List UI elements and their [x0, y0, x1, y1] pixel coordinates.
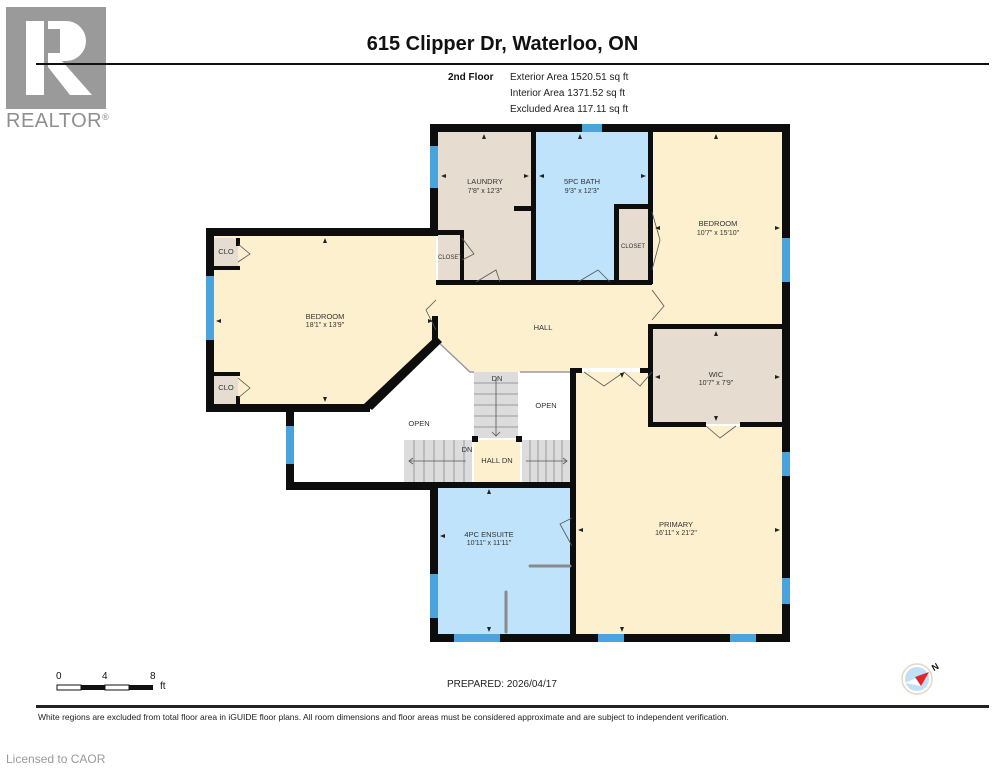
license-watermark: Licensed to CAOR [6, 752, 106, 766]
wic-dims: 10'7" x 7'9" [699, 380, 734, 387]
door-swings [237, 211, 737, 547]
hall-dn-label: HALL DN [481, 456, 512, 465]
open-right-label: OPEN [535, 401, 556, 410]
room-hall-dn[interactable] [474, 440, 520, 482]
windows [206, 124, 790, 642]
bedroom-west-label: BEDROOM [306, 312, 345, 321]
stair-dn-top-label: DN [492, 374, 503, 383]
wic-label: WIC [709, 370, 724, 379]
scale-label-0: 0 [56, 671, 62, 682]
room-clo-top[interactable] [214, 238, 238, 268]
registered-mark: ® [102, 112, 110, 122]
bedroom-ne-label: BEDROOM [699, 219, 738, 228]
stair-dn-left-label: DN [462, 445, 473, 454]
room-closet-laundry[interactable] [438, 234, 462, 282]
disclaimer-text: White regions are excluded from total fl… [38, 712, 729, 722]
room-bedroom-ne[interactable] [652, 132, 782, 324]
bedroom-west-dims: 18'1" x 13'9" [306, 322, 345, 329]
bedroom-ne-dims: 10'7" x 15'10" [697, 230, 740, 237]
room-labels: LAUNDRY 7'8" x 12'3" 5PC BATH 9'3" x 12'… [218, 177, 739, 547]
open-left-label: OPEN [408, 419, 429, 428]
ensuite-dims: 10'11" x 11'11" [467, 540, 512, 547]
room-fills [214, 132, 782, 634]
realtor-r-icon [26, 21, 92, 95]
laundry-dims: 7'8" x 12'3" [468, 188, 503, 195]
scale-bar-graphic [56, 684, 153, 691]
primary-label: PRIMARY [659, 520, 693, 529]
interior-area: Interior Area 1371.52 sq ft [510, 88, 626, 99]
stair-direction-arrows [408, 378, 568, 465]
exterior-area: Exterior Area 1520.51 sq ft [510, 72, 629, 83]
scale-label-4: 4 [102, 671, 108, 682]
scale-label-8: 8 [150, 671, 156, 682]
clo-top-label: CLO [218, 247, 234, 256]
excluded-area: Excluded Area 117.11 sq ft [510, 104, 629, 115]
clo-bottom-label: CLO [218, 383, 234, 392]
room-clo-bottom[interactable] [214, 374, 238, 404]
compass-icon [901, 663, 933, 695]
hall-label: HALL [534, 323, 553, 332]
ensuite-label: 4PC ENSUITE [464, 530, 513, 539]
prepared-date: PREPARED: 2026/04/17 [447, 679, 557, 690]
floor-label: 2nd Floor [448, 72, 494, 83]
room-bedroom-west[interactable] [214, 236, 436, 404]
scale-bar: 0 4 8 ft [56, 671, 176, 692]
primary-dims: 16'11" x 21'2" [655, 530, 697, 537]
realtor-wordmark: REALTOR® [6, 110, 109, 133]
title-divider [36, 63, 989, 65]
north-compass: N [901, 661, 941, 701]
page-title: 615 Clipper Dr, Waterloo, ON [366, 33, 639, 55]
realtor-logo [6, 7, 106, 109]
laundry-label: LAUNDRY [467, 177, 503, 186]
bath5pc-dims: 9'3" x 12'3" [565, 188, 600, 195]
closet-bedroom-label: CLOSET [621, 244, 645, 250]
room-hall[interactable] [436, 284, 652, 372]
open-area-borders [435, 339, 572, 373]
room-closet-bedroom[interactable] [618, 208, 650, 282]
dimension-arrows [216, 134, 780, 632]
bath5pc-label: 5PC BATH [564, 177, 600, 186]
room-wic[interactable] [652, 328, 782, 424]
scale-unit: ft [160, 681, 166, 692]
room-4pc-ensuite[interactable] [436, 486, 572, 634]
realtor-text: REALTOR [6, 110, 103, 132]
ensuite-partitions [504, 564, 572, 634]
closet-laundry-label: CLOSET [438, 255, 462, 261]
footer-divider [36, 705, 989, 708]
room-primary[interactable] [574, 372, 782, 634]
